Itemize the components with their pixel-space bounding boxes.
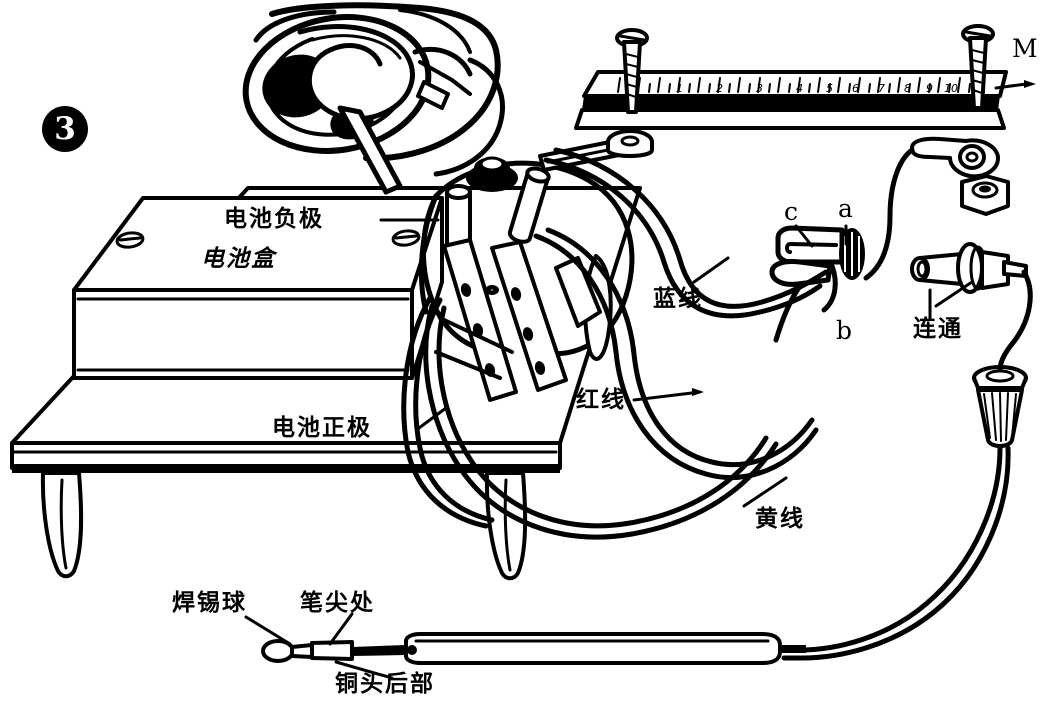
screw-left xyxy=(615,28,649,114)
wire-ring-terminal xyxy=(863,147,915,281)
label-blue-wire: 蓝线 xyxy=(653,286,703,312)
battery-box-screw-left xyxy=(115,231,145,249)
battery-box-screw-right xyxy=(391,229,421,247)
hex-nut xyxy=(960,174,1010,216)
battery-box xyxy=(72,196,444,380)
ruler: 1 2 3 4 5 6 7 8 9 10 xyxy=(574,70,1008,130)
svg-text:7: 7 xyxy=(878,82,885,95)
wire-blue xyxy=(543,147,829,319)
cylindrical-post-right xyxy=(507,166,551,244)
leader-red-wire xyxy=(632,390,702,402)
wire-yellow xyxy=(423,303,779,540)
label-yellow-wire: 黄线 xyxy=(755,506,805,532)
label-solder-ball: 焊锡球 xyxy=(172,590,247,616)
svg-text:3: 3 xyxy=(756,82,763,95)
wire-motor-to-box xyxy=(418,193,439,315)
leader-solder-ball xyxy=(244,615,292,646)
figure-number-badge: 3 xyxy=(42,106,88,152)
leader-blue-wire xyxy=(692,256,730,284)
leader-pen-tip xyxy=(328,612,354,646)
leader-battery-positive xyxy=(417,406,448,430)
ruler-numerals: 1 2 3 4 5 6 7 8 9 10 xyxy=(676,82,958,95)
marker-m: M xyxy=(1012,34,1038,63)
marker-a: a xyxy=(838,194,853,223)
leader-marker-c xyxy=(794,224,814,248)
svg-text:8: 8 xyxy=(904,82,911,95)
label-connect: 连通 xyxy=(913,316,963,342)
ring-terminal xyxy=(910,136,1000,179)
label-pen-tip: 笔尖处 xyxy=(300,590,375,616)
label-battery-positive: 电池正极 xyxy=(272,415,372,441)
washer xyxy=(606,129,654,158)
knurl-lines xyxy=(983,392,1017,442)
label-battery-negative: 电池负极 xyxy=(224,206,324,232)
leader-lines-probe xyxy=(244,612,394,680)
label-copper-head-rear: 铜头后部 xyxy=(335,671,435,697)
leader-yellow-wire xyxy=(742,476,788,508)
wire-battery-positive xyxy=(401,295,495,529)
motor-head-assembly xyxy=(242,2,505,195)
leader-connect xyxy=(934,280,974,308)
marker-c: c xyxy=(784,197,799,226)
wire-switch-to-cap xyxy=(997,269,1033,373)
perforated-bracket-2 xyxy=(490,240,568,392)
svg-text:9: 9 xyxy=(926,82,933,95)
control-knob xyxy=(466,156,518,192)
knurled-cap xyxy=(972,365,1028,448)
svg-text:1: 1 xyxy=(676,82,683,95)
leader-lines-wires xyxy=(632,256,974,508)
leader-lines-markers xyxy=(794,224,848,248)
label-battery-box: 电池盒 xyxy=(201,246,276,272)
svg-text:4: 4 xyxy=(796,82,803,95)
svg-text:6: 6 xyxy=(852,82,859,95)
switch-connector xyxy=(910,242,1028,294)
marker-b: b xyxy=(836,316,853,345)
svg-text:5: 5 xyxy=(826,82,833,95)
wire-probe-lead xyxy=(779,445,1011,661)
label-red-wire: 红线 xyxy=(576,387,626,413)
svg-text:10: 10 xyxy=(944,82,958,95)
wire-clip-tail xyxy=(773,283,803,343)
test-probe xyxy=(261,632,806,665)
svg-text:2: 2 xyxy=(716,82,723,95)
terminal-clip xyxy=(769,225,865,313)
leader-copper-head xyxy=(334,660,394,680)
screw-right xyxy=(961,24,1036,110)
